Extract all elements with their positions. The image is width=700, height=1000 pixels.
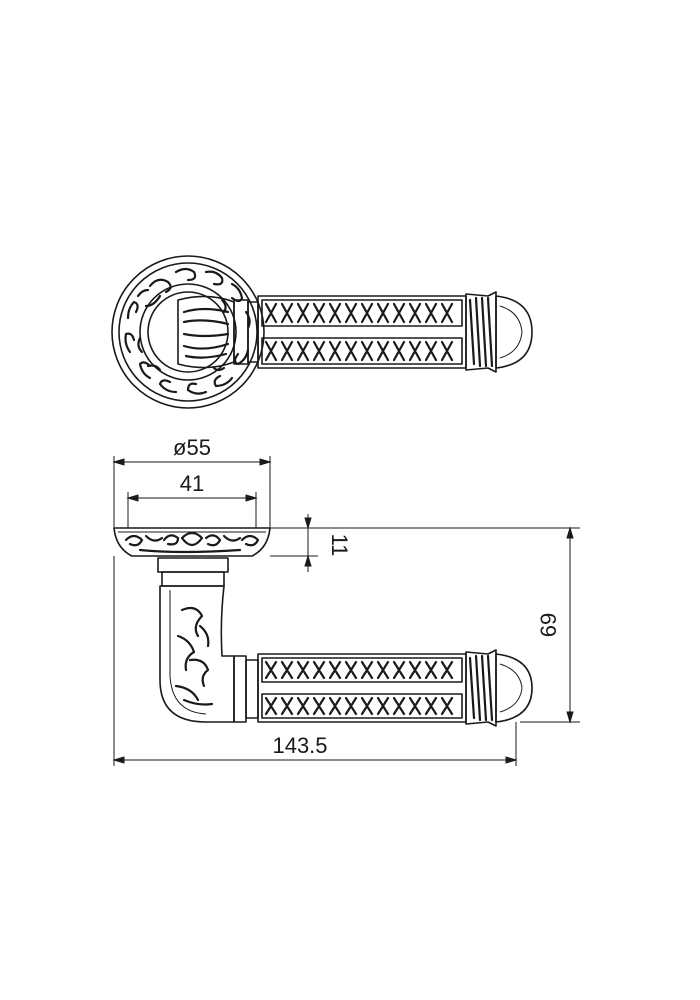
dim-overall-length-label: 143.5 (272, 733, 327, 758)
side-lever-end (465, 649, 533, 727)
rosette-ornament (124, 267, 251, 395)
dim-rosette-thickness-label: 11 (327, 534, 352, 557)
side-rosette (113, 527, 271, 557)
dimensions: ø55 41 11 69 (112, 435, 580, 766)
top-lever-body (257, 295, 467, 369)
top-rosette (111, 255, 265, 409)
side-lever-body (257, 653, 467, 723)
dim-overall-length: 143.5 (112, 556, 518, 766)
side-neck-collar (157, 557, 229, 587)
lever-pattern-upper (264, 302, 454, 324)
dim-rosette-inner-label: 41 (180, 471, 204, 496)
dim-rosette-diameter: ø55 (112, 435, 272, 528)
dim-rosette-inner: 41 (126, 471, 258, 528)
dim-handle-height-label: 69 (536, 613, 561, 637)
top-lever-end (465, 291, 533, 373)
side-neck-ornament (174, 606, 214, 706)
side-lever-pattern-upper (264, 660, 454, 680)
dim-rosette-thickness: 11 (270, 514, 352, 572)
dim-rosette-diameter-label: ø55 (173, 435, 211, 460)
side-view (113, 527, 533, 727)
side-lever-pattern-lower (264, 696, 454, 716)
dim-handle-height: 69 (270, 526, 580, 724)
lever-pattern-lower (264, 340, 454, 362)
side-neck (159, 585, 235, 723)
side-lever-collar (233, 655, 259, 723)
side-rosette-ornament (124, 531, 260, 554)
top-view (111, 255, 533, 409)
